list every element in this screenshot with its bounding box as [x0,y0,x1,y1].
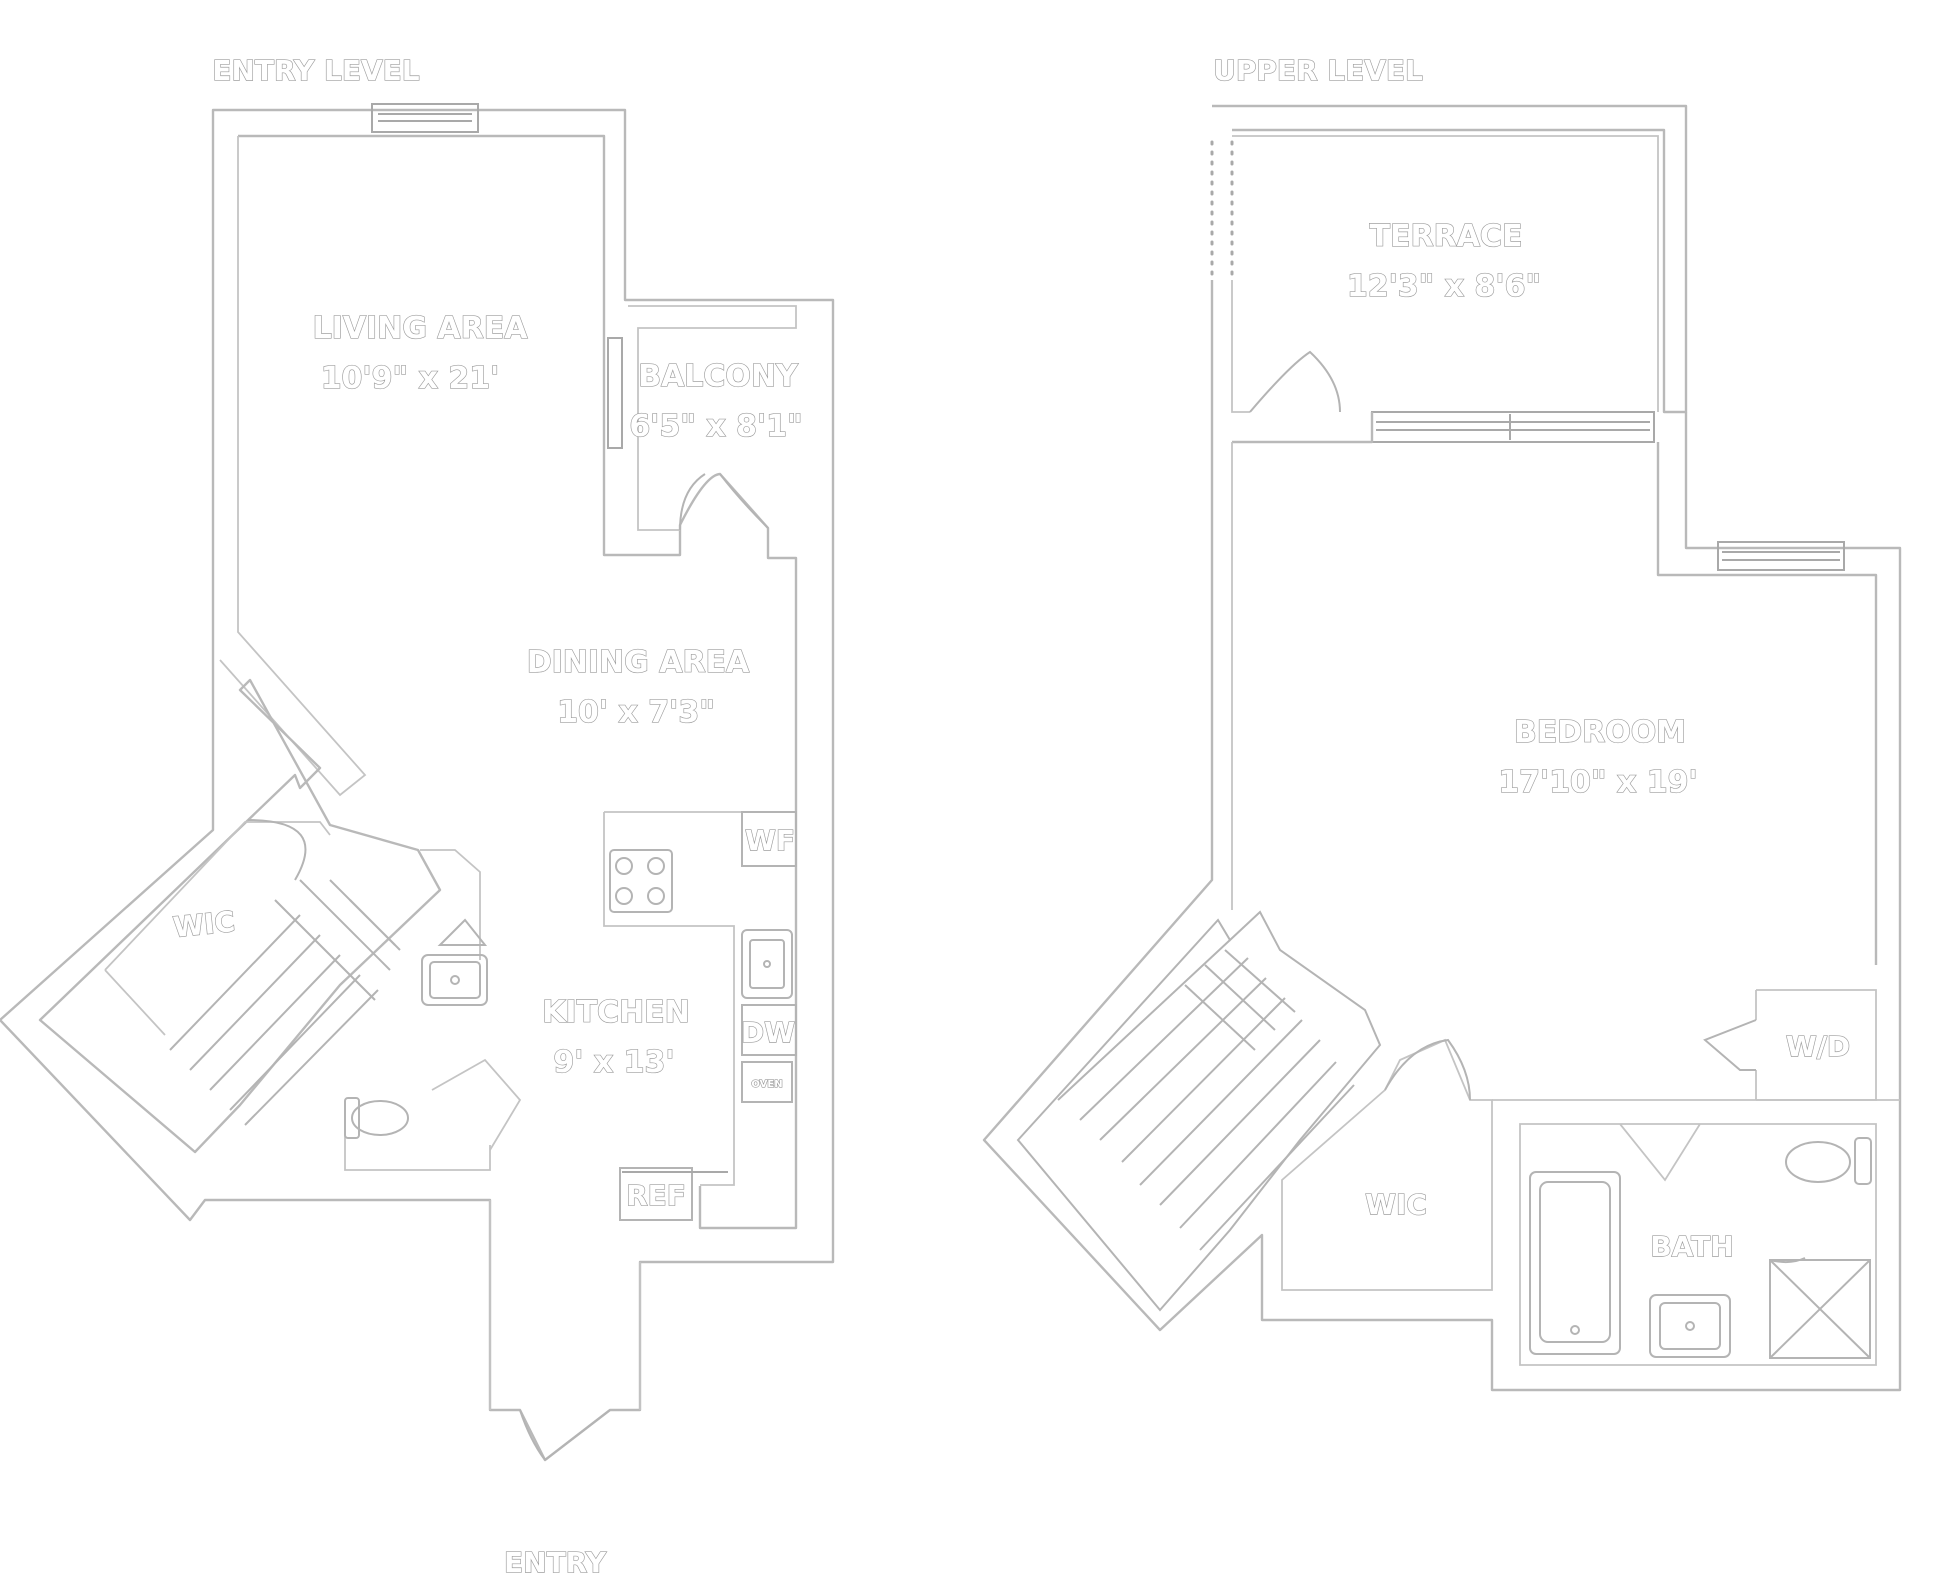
kitchen-cooktop [609,849,673,913]
balcony-size: 6'5" x 8'1" [629,409,802,444]
living-area-name: LIVING AREA [313,311,529,346]
entry-wic-wall [104,821,331,1036]
oven-label: OVEN [751,1079,782,1090]
wd-label: W/D [1786,1030,1850,1063]
entry-stairs [169,879,401,1126]
upper-wic-door-swing [1384,1038,1471,1101]
entry-level-inner-wall [238,134,798,1230]
entry-level-title: ENTRY LEVEL [212,54,419,87]
oven-box [741,1061,793,1103]
ref-label: REF [626,1179,686,1212]
bath-toilet [1785,1137,1872,1185]
bath-shower [1769,1257,1871,1359]
balcony-door-swing [679,473,769,531]
entry-stair-enclosure [38,678,442,1154]
balcony-name: BALCONY [638,359,799,394]
wf-box [741,811,797,867]
upper-level-inner-wall [1232,412,1878,965]
kitchen-name: KITCHEN [542,995,690,1030]
bath-label: BATH [1650,1230,1733,1263]
powder-room-triangle-mark [437,918,488,946]
balcony-window [607,337,623,449]
dw-label: DW [741,1016,795,1049]
entry-door-swing [519,1409,611,1461]
dining-area-size: 10' x 7'3" [557,695,715,730]
terrace-name: TERRACE [1370,219,1523,254]
terrace-door-swing [1249,350,1341,413]
entry-wic-door-swing [247,819,307,881]
bath-sink [1649,1294,1731,1358]
powder-room-partition [431,1058,522,1151]
powder-room-sink [421,954,488,1006]
upper-stairs [1016,910,1382,1312]
bedroom-window [1717,541,1845,571]
powder-room-wall [344,849,491,1171]
living-top-window [371,103,479,133]
bedroom-size: 17'10" x 19' [1498,765,1697,800]
entry-wic-label: WIC [172,905,237,944]
upper-wic-wall [1281,1038,1493,1291]
upper-level-plan [982,104,1902,1392]
bath-wall [1492,1099,1900,1366]
dining-area-name: DINING AREA [527,645,750,680]
living-area-size: 10'9" x 21' [321,361,500,396]
terrace-door-window [1371,411,1655,443]
upper-level-title: UPPER LEVEL [1213,54,1423,87]
kitchen-sink [741,929,793,999]
bath-tub [1529,1171,1621,1355]
dw-box [741,1004,797,1056]
terrace-size: 12'3" x 8'6" [1347,269,1541,304]
upper-wic-label: WIC [1365,1188,1427,1221]
terrace-inner-wall [1231,135,1659,413]
wd-door-swing [1703,1019,1757,1071]
wf-label: WF [745,824,795,857]
ref-box [619,1167,693,1221]
bedroom-name: BEDROOM [1514,715,1686,750]
terrace-outer-wall [1212,104,1688,414]
entry-level-plan [0,103,835,1462]
terrace-railing-dots [1210,140,1234,280]
entry-label: ENTRY [504,1546,607,1579]
powder-room-toilet [344,1097,409,1139]
kitchen-size: 9' x 13' [553,1045,674,1080]
balcony-walls [628,305,797,531]
upper-level-outer-wall [982,280,1902,1392]
living-left-wall [219,136,367,797]
